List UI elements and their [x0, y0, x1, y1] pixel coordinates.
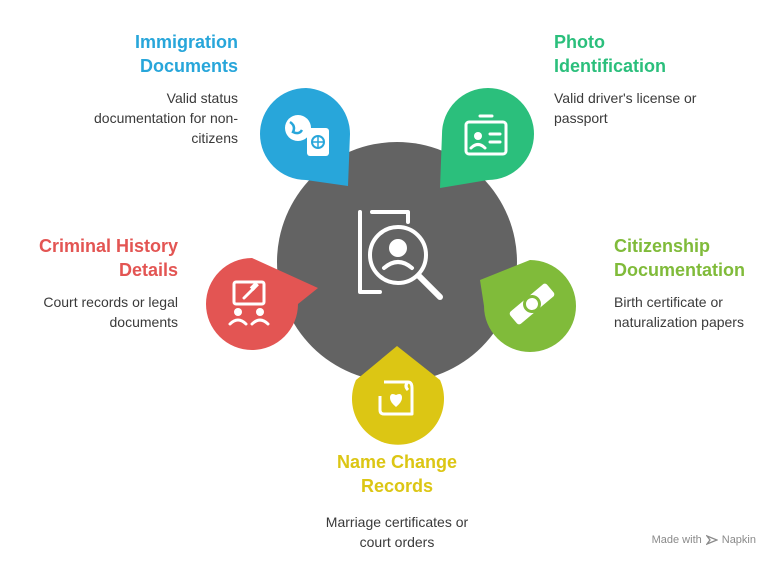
immigration-title-line1: Immigration [134, 32, 238, 52]
name-change-title: Name Change Records [287, 450, 507, 498]
immigration-label: Immigration Documents Valid status docum… [60, 30, 238, 148]
name-change-bubble [352, 346, 444, 445]
criminal-label: Criminal History Details Court records o… [10, 234, 178, 332]
photo-description: Valid driver's license or passport [554, 88, 754, 128]
immigration-bubble [260, 88, 351, 186]
immigration-title: Immigration Documents [60, 30, 238, 78]
made-with-text: Made with [651, 534, 702, 546]
globe-passport-icon [285, 115, 329, 156]
immigration-desc-line3: citizens [191, 130, 238, 146]
napkin-brand-text: Napkin [721, 534, 756, 546]
made-with-napkin-footer: Made with Napkin [652, 534, 756, 546]
citizenship-title-line2: Documentation [614, 260, 746, 280]
photo-title-line2: Identification [554, 56, 666, 76]
photo-title: Photo Identification [554, 30, 754, 78]
napkin-logo-icon [705, 534, 718, 546]
citizenship-description: Birth certificate or naturalization pape… [614, 292, 774, 332]
criminal-description: Court records or legal documents [10, 292, 178, 332]
name-change-title-line2: Records [360, 476, 434, 496]
immigration-desc-line1: Valid status [166, 90, 238, 106]
criminal-title-line2: Details [118, 260, 178, 280]
immigration-desc-line2: documentation for non- [94, 110, 238, 126]
criminal-desc-line1: Court records or legal [43, 294, 178, 310]
document-search-icon [358, 210, 443, 300]
citizenship-title-line1: Citizenship [614, 236, 711, 256]
photo-desc-line1: Valid driver's license or [554, 90, 697, 106]
photo-title-line1: Photo [554, 32, 605, 52]
criminal-desc-line2: documents [109, 314, 178, 330]
immigration-title-line2: Documents [139, 56, 238, 76]
name-change-label: Name Change Records Marriage certificate… [287, 450, 507, 552]
citizenship-desc-line1: Birth certificate or [614, 294, 723, 310]
criminal-title-line1: Criminal History [38, 236, 178, 256]
citizenship-bubble [480, 260, 576, 352]
name-change-title-line1: Name Change [336, 452, 458, 472]
immigration-description: Valid status documentation for non- citi… [60, 88, 238, 148]
name-change-desc-line1: Marriage certificates or [325, 514, 469, 530]
court-gavel-icon [228, 280, 270, 326]
name-change-desc-line2: court orders [359, 534, 435, 550]
photo-label: Photo Identification Valid driver's lice… [554, 30, 754, 128]
citizenship-title: Citizenship Documentation [614, 234, 774, 282]
scroll-heart-icon [378, 380, 414, 416]
id-badge-icon [464, 114, 508, 156]
diploma-scroll-icon [509, 283, 555, 325]
name-change-description: Marriage certificates or court orders [287, 512, 507, 552]
photo-desc-line2: passport [554, 110, 608, 126]
photo-bubble [440, 88, 534, 188]
criminal-title: Criminal History Details [10, 234, 178, 282]
criminal-bubble [206, 258, 318, 350]
citizenship-label: Citizenship Documentation Birth certific… [614, 234, 774, 332]
citizenship-desc-line2: naturalization papers [614, 314, 744, 330]
